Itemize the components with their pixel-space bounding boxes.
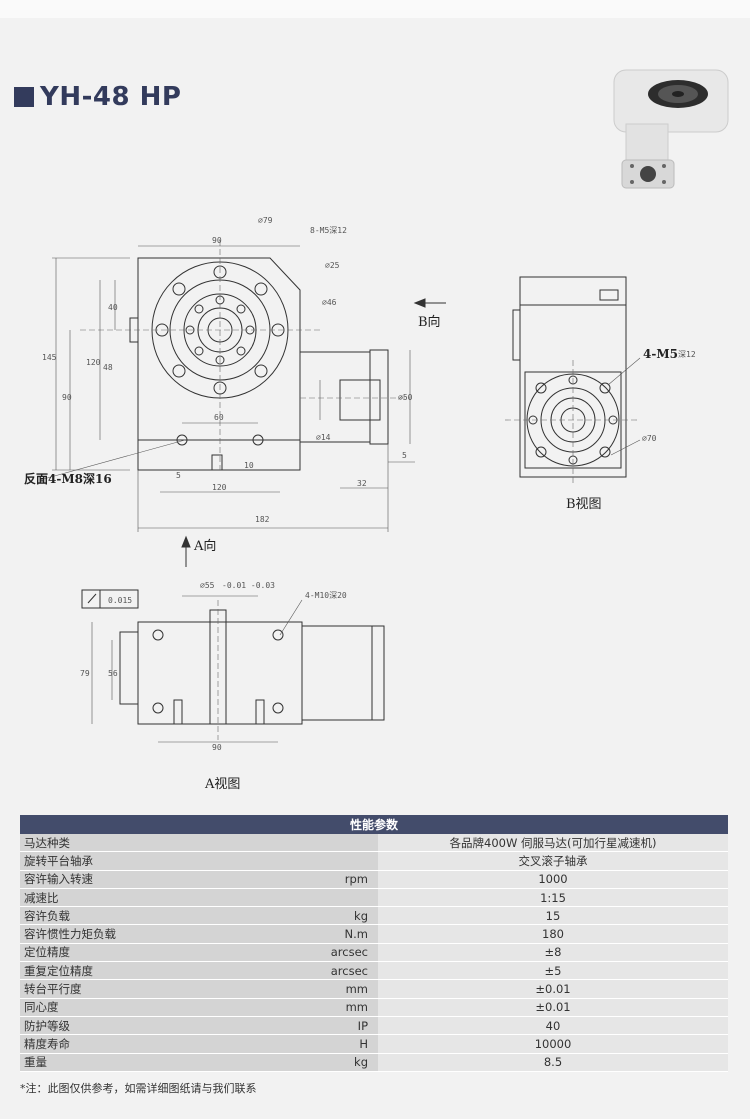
spec-name: 马达种类: [20, 834, 254, 853]
dim-182: 182: [255, 515, 270, 524]
spec-unit: H: [254, 1034, 378, 1054]
spec-value: ±0.01: [378, 979, 728, 999]
spec-value: 各品牌400W 伺服马达(可加行星减速机): [378, 834, 728, 853]
spec-unit: arcsec: [254, 943, 378, 963]
spec-value: 1:15: [378, 888, 728, 908]
dim-5-right: 5: [402, 451, 407, 460]
spec-unit: rpm: [254, 870, 378, 889]
spec-value: 10000: [378, 1034, 728, 1054]
spec-value: 1000: [378, 870, 728, 889]
dim-120-h: 120: [212, 483, 227, 492]
title-square-icon: [14, 87, 34, 107]
spec-value: 15: [378, 906, 728, 926]
spec-value: 40: [378, 1016, 728, 1036]
b-m5-depth: 深12: [678, 350, 696, 359]
spec-name: 防护等级: [20, 1016, 254, 1036]
dim-d55-tol: -0.01 -0.03: [222, 581, 275, 590]
dim-m10: 4-M10深20: [305, 591, 347, 600]
top-band: [0, 0, 750, 18]
spec-unit: [254, 851, 378, 871]
spec-name: 旋转平台轴承: [20, 851, 254, 871]
a-view-label: A视图: [204, 777, 240, 792]
dim-d55: ⌀55: [200, 581, 215, 590]
dim-60: 60: [214, 413, 224, 422]
dim-d70: ⌀70: [642, 434, 657, 443]
dim-90-v: 90: [62, 393, 72, 402]
back-note: 反面4-M8深16: [24, 471, 112, 486]
spec-value: ±8: [378, 943, 728, 963]
spec-header: 性能参数: [349, 818, 398, 832]
dim-d79: ⌀79: [258, 216, 273, 225]
dim-48: 48: [103, 363, 113, 372]
spec-name: 减速比: [20, 888, 254, 908]
spec-name: 精度寿命: [20, 1034, 254, 1054]
dim-40: 40: [108, 303, 118, 312]
dim-m5-top: 8-M5深12: [310, 226, 347, 235]
table-row: 旋转平台轴承 交叉滚子轴承: [20, 851, 728, 871]
dim-5-left: 5: [176, 471, 181, 480]
spec-name: 重量: [20, 1053, 254, 1072]
dim-d14: ⌀14: [316, 433, 331, 442]
spec-unit: kg: [254, 906, 378, 926]
dim-56: 56: [108, 669, 118, 678]
b-view-label: B视图: [566, 497, 602, 512]
product-photo: [613, 69, 729, 189]
technical-drawing: ⌀79 8-M5深12 ⌀25 ⌀46 90 40 145 120 48 90 …: [24, 216, 696, 792]
footnote: *注：此图仅供参考，如需详细图纸请与我们联系: [20, 1082, 257, 1095]
dim-79: 79: [80, 669, 90, 678]
spec-table: 性能参数 马达种类 各品牌400W 伺服马达(可加行星减速机) 旋转平台轴承 交叉滚子…: [20, 815, 728, 1072]
spec-name: 定位精度: [20, 943, 254, 963]
spec-value: ±5: [378, 961, 728, 981]
dim-d25: ⌀25: [325, 261, 340, 270]
spec-name: 容许惯性力矩负载: [20, 924, 254, 944]
spec-name: 重复定位精度: [20, 961, 254, 981]
title-text: YH-48 HP: [40, 82, 182, 112]
dim-32: 32: [357, 479, 367, 488]
spec-name: 容许负载: [20, 906, 254, 926]
spec-unit: arcsec: [254, 961, 378, 981]
spec-unit: [254, 888, 378, 908]
b-m5-label: 4-M5: [643, 347, 678, 361]
dim-90-top: 90: [212, 236, 222, 245]
spec-unit: mm: [254, 998, 378, 1017]
b-direction: B向: [418, 314, 441, 330]
spec-name: 容许输入转速: [20, 870, 254, 889]
spec-header-row: 性能参数: [20, 815, 728, 834]
dim-d46: ⌀46: [322, 298, 337, 307]
spec-value: 8.5: [378, 1053, 728, 1072]
dim-10: 10: [244, 461, 254, 470]
spec-unit: mm: [254, 979, 378, 999]
dim-90-bottom: 90: [212, 743, 222, 752]
dim-120-v: 120: [86, 358, 101, 367]
spec-value: ±0.01: [378, 998, 728, 1017]
a-direction: A向: [193, 538, 216, 554]
dim-145: 145: [42, 353, 57, 362]
spec-unit: kg: [254, 1053, 378, 1072]
flatness-value: 0.015: [108, 596, 132, 605]
spec-name: 转台平行度: [20, 979, 254, 999]
spec-value: 180: [378, 924, 728, 944]
table-row: 马达种类 各品牌400W 伺服马达(可加行星减速机): [20, 834, 728, 853]
spec-unit: N.m: [254, 924, 378, 944]
table-row: 减速比 1:15: [20, 888, 728, 908]
dim-d50: ⌀50: [398, 393, 413, 402]
product-title: YH-48 HP: [14, 82, 181, 112]
spec-name: 同心度: [20, 998, 254, 1017]
spec-unit: [254, 834, 378, 853]
spec-body: 马达种类各品牌400W 伺服马达(可加行星减速机)旋转平台轴承交叉滚子轴承容许输…: [20, 834, 728, 1072]
spec-unit: IP: [254, 1016, 378, 1036]
spec-value: 交叉滚子轴承: [378, 851, 728, 871]
